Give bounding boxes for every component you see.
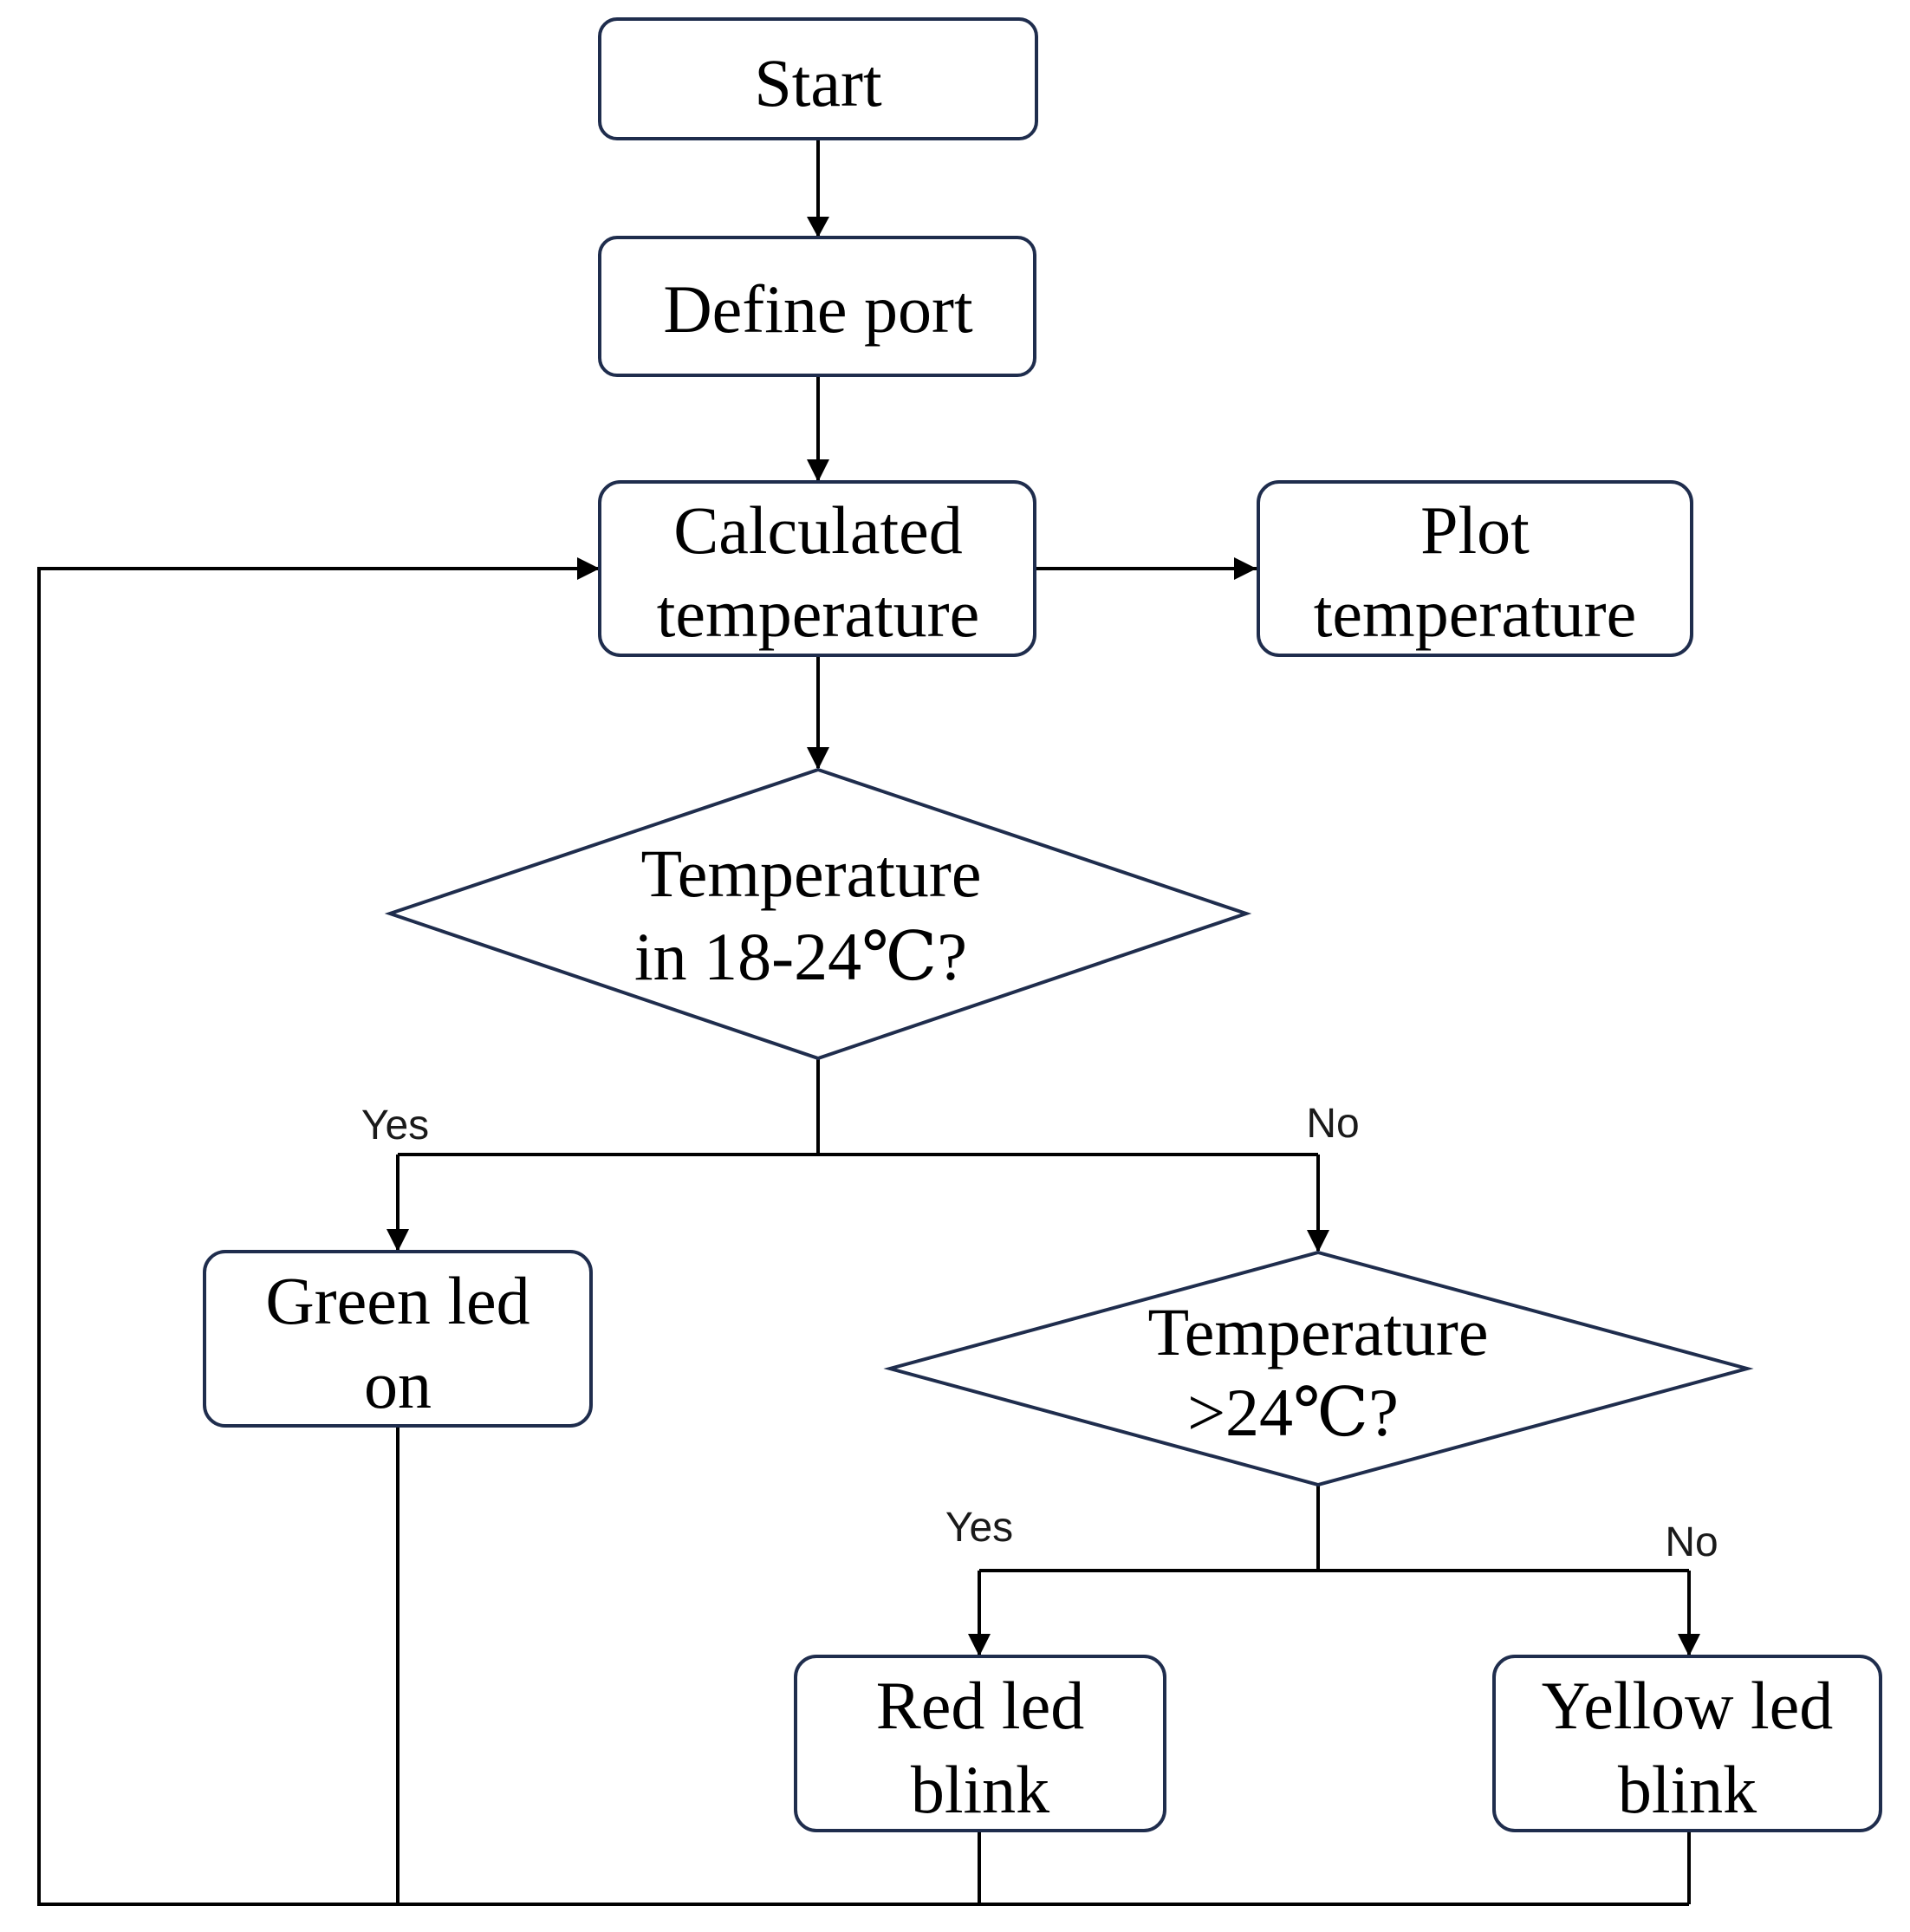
decision-high-label-line2: >24℃?	[1187, 1375, 1399, 1450]
define-port-label: Define port	[663, 271, 973, 347]
calculated-temperature-box	[598, 480, 1036, 657]
plot-temperature-label-line1: Plot	[1420, 492, 1530, 568]
yellow-led-box	[1492, 1655, 1882, 1832]
red-led-label-line1: Red led	[876, 1668, 1084, 1743]
decision-high-diamond	[883, 1250, 1754, 1487]
red-led-label-line2: blink	[911, 1752, 1049, 1827]
branch-label-range-yes: Yes	[361, 1103, 429, 1148]
branch-label-high-yes: Yes	[945, 1505, 1013, 1551]
decision-range-label-line2: in 18-24℃?	[634, 919, 967, 994]
arrowhead-loop-calculated	[577, 557, 600, 580]
node-plot-temperature: Plot temperature	[1257, 480, 1693, 657]
decision-high-label-line1: Temperature	[1148, 1294, 1489, 1369]
green-led-label-line2: on	[364, 1347, 432, 1422]
plot-temperature-box	[1257, 480, 1693, 657]
edge-decision-range-split	[398, 1058, 1318, 1156]
arrowhead-decision-range	[807, 747, 829, 770]
arrowhead-yellow-led	[1678, 1634, 1700, 1656]
decision-range-diamond	[384, 767, 1252, 1061]
node-yellow-led: Yellow led blink	[1492, 1655, 1882, 1832]
decision-range-label-line1: Temperature	[641, 836, 982, 911]
edge-loop-back-to-calculated	[37, 567, 1689, 1906]
green-led-label-line1: Green led	[265, 1263, 529, 1338]
arrowhead-calculated	[807, 459, 829, 482]
node-calculated-temperature: Calculated temperature	[598, 480, 1036, 657]
green-led-box	[203, 1250, 593, 1428]
node-decision-range: Temperature in 18-24℃?	[384, 767, 1252, 1061]
yellow-led-label-line2: blink	[1618, 1752, 1757, 1827]
arrowhead-green-led	[387, 1229, 409, 1252]
start-box	[598, 17, 1038, 140]
arrowheads	[387, 217, 1700, 1656]
calculated-temperature-label-line1: Calculated	[673, 492, 963, 568]
arrowhead-decision-high	[1307, 1230, 1329, 1252]
node-red-led: Red led blink	[794, 1655, 1166, 1832]
calculated-temperature-label-line2: temperature	[657, 576, 979, 651]
branch-label-range-no: No	[1306, 1101, 1359, 1147]
node-decision-high: Temperature >24℃?	[883, 1250, 1754, 1487]
branch-labels: Yes No Yes No	[361, 1101, 1718, 1565]
node-start: Start	[598, 17, 1038, 140]
node-green-led: Green led on	[203, 1250, 593, 1428]
plot-temperature-label-line2: temperature	[1314, 576, 1636, 651]
define-port-box	[598, 236, 1036, 377]
yellow-led-label-line1: Yellow led	[1542, 1668, 1834, 1743]
red-led-box	[794, 1655, 1166, 1832]
edge-decision-high-split	[979, 1485, 1689, 1572]
arrowhead-plot	[1234, 557, 1257, 580]
node-define-port: Define port	[598, 236, 1036, 377]
branch-label-high-no: No	[1665, 1519, 1718, 1565]
arrowhead-define-port	[807, 217, 829, 237]
start-label: Start	[754, 45, 882, 120]
edges	[37, 140, 1691, 1906]
arrowhead-red-led	[968, 1634, 991, 1656]
